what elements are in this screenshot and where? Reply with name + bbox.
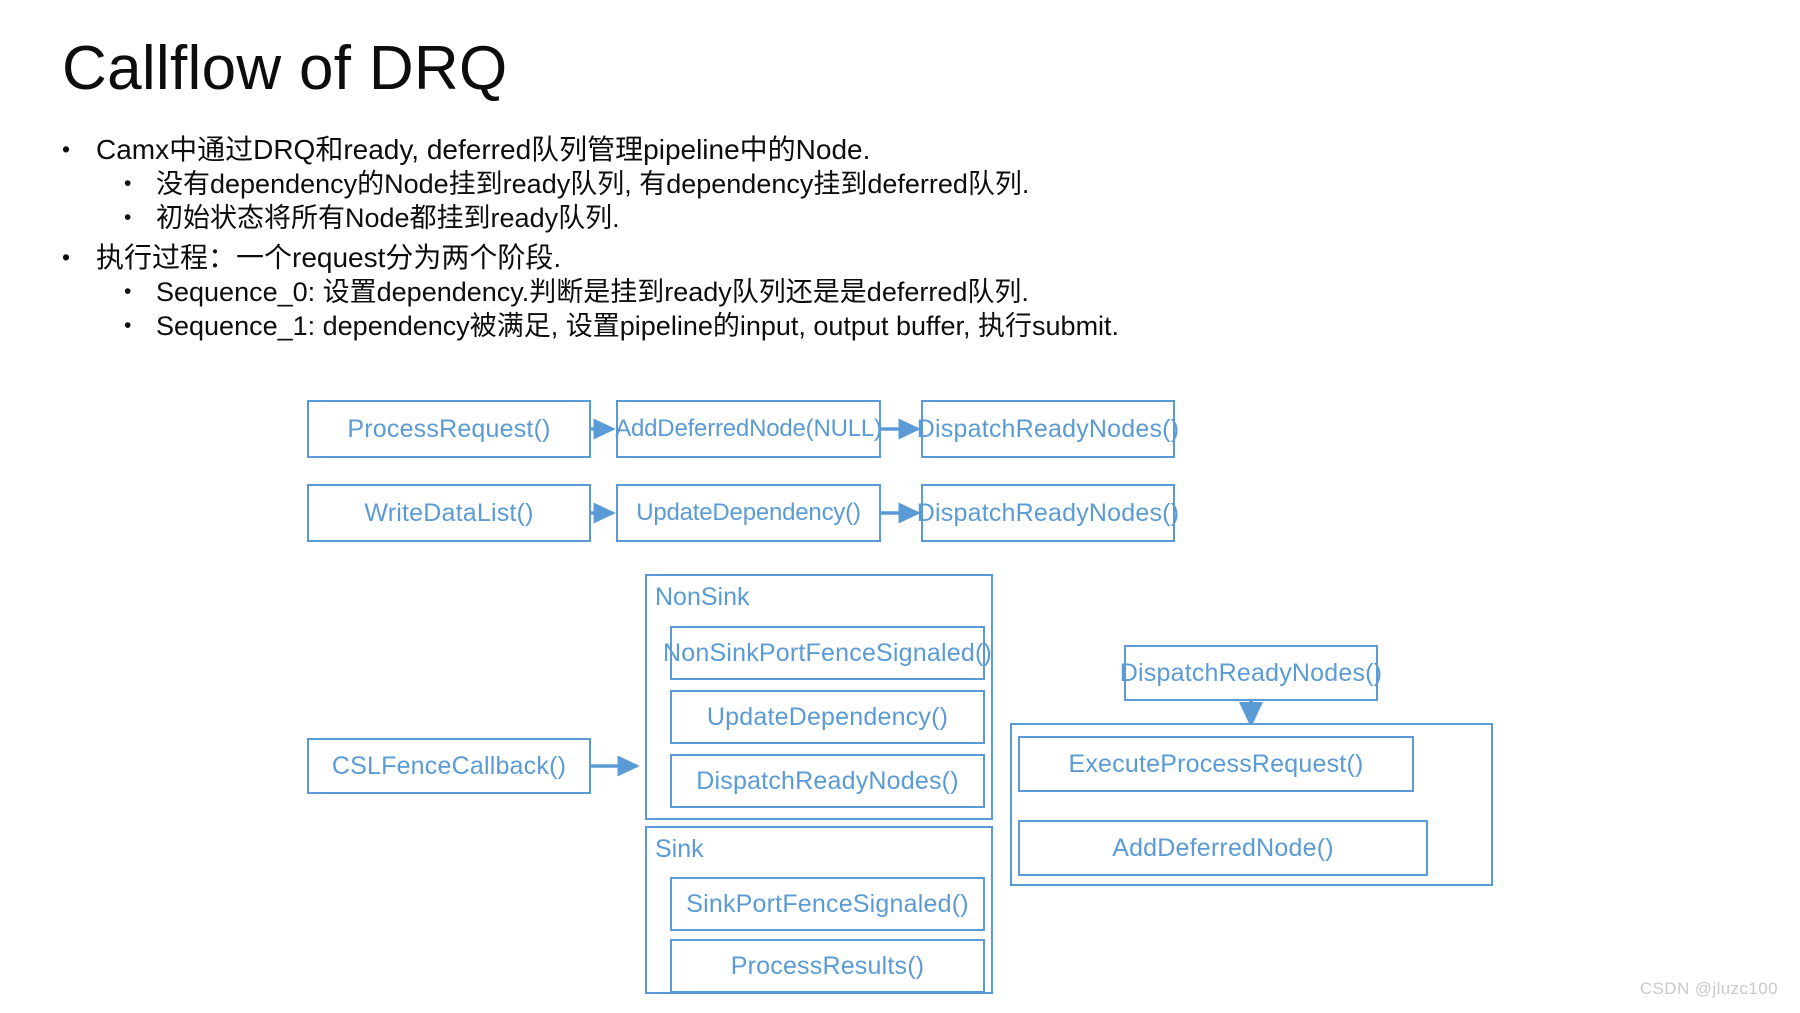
group-sink-label: Sink	[655, 835, 704, 863]
page-title: Callflow of DRQ	[62, 34, 508, 103]
bullet-text: Sequence_1: dependency被满足, 设置pipeline的in…	[156, 311, 1120, 341]
node-label: UpdateDependency()	[636, 499, 861, 526]
node-label: AddDeferredNode()	[1112, 833, 1334, 862]
node-label: SinkPortFenceSignaled()	[686, 889, 969, 918]
node-dispatch-ready-nodes-1[interactable]: DispatchReadyNodes()	[917, 400, 1179, 458]
node-label: NonSinkPortFenceSignaled()	[663, 638, 992, 667]
bullet-marker: •	[124, 280, 132, 303]
bullet-text: Camx中通过DRQ和ready, deferred队列管理pipeline中的…	[96, 134, 871, 165]
node-label: DispatchReadyNodes()	[1119, 658, 1383, 687]
bullet-item: • 初始状态将所有Node都挂到ready队列.	[124, 205, 1622, 232]
watermark: CSDN @jluzc100	[1639, 979, 1778, 998]
node-add-deferred-node[interactable]: AddDeferredNode()	[1018, 820, 1428, 876]
bullet-text: 执行过程：一个request分为两个阶段.	[96, 242, 562, 273]
bullet-item: • 没有dependency的Node挂到ready队列, 有dependenc…	[124, 171, 1622, 198]
node-process-results[interactable]: ProcessResults()	[670, 939, 985, 993]
node-dispatch-ready-nodes-2[interactable]: DispatchReadyNodes()	[917, 484, 1179, 542]
bullet-item: • Sequence_1: dependency被满足, 设置pipeline的…	[124, 313, 1622, 340]
node-dispatch-ready-nodes-3[interactable]: DispatchReadyNodes()	[670, 754, 985, 808]
bullet-text: 初始状态将所有Node都挂到ready队列.	[156, 203, 620, 233]
bullet-item: • Sequence_0: 设置dependency.判断是挂到ready队列还…	[124, 279, 1622, 306]
bullet-marker: •	[124, 314, 132, 337]
bullet-marker: •	[62, 244, 71, 270]
node-process-request[interactable]: ProcessRequest()	[307, 400, 591, 458]
node-execute-process-request[interactable]: ExecuteProcessRequest()	[1018, 736, 1414, 792]
node-label: DispatchReadyNodes()	[916, 498, 1180, 527]
group-nonsink-label: NonSink	[655, 583, 750, 611]
node-label: ProcessResults()	[730, 951, 925, 980]
node-label: UpdateDependency()	[706, 702, 949, 731]
node-write-data-list[interactable]: WriteDataList()	[307, 484, 591, 542]
node-csl-fence-callback[interactable]: CSLFenceCallback()	[307, 738, 591, 794]
node-nonsink-port-fence-signaled[interactable]: NonSinkPortFenceSignaled()	[663, 626, 992, 680]
node-label: DispatchReadyNodes()	[916, 414, 1180, 443]
node-label: AddDeferredNode(NULL)	[615, 415, 882, 442]
node-sink-port-fence-signaled[interactable]: SinkPortFenceSignaled()	[670, 877, 985, 931]
bullet-item: • 执行过程：一个request分为两个阶段.	[62, 244, 1622, 272]
bullet-list: • Camx中通过DRQ和ready, deferred队列管理pipeline…	[62, 136, 1622, 347]
node-label: ProcessRequest()	[347, 414, 551, 443]
node-label: ExecuteProcessRequest()	[1068, 749, 1364, 778]
bullet-marker: •	[124, 206, 132, 229]
node-update-dependency-2[interactable]: UpdateDependency()	[670, 690, 985, 744]
node-dispatch-ready-nodes-4[interactable]: DispatchReadyNodes()	[1120, 645, 1382, 701]
bullet-text: Sequence_0: 设置dependency.判断是挂到ready队列还是是…	[156, 277, 1029, 307]
node-label: CSLFenceCallback()	[331, 751, 567, 780]
node-add-deferred-node-null[interactable]: AddDeferredNode(NULL)	[615, 400, 882, 458]
node-label: DispatchReadyNodes()	[696, 766, 959, 795]
node-update-dependency-1[interactable]: UpdateDependency()	[616, 484, 881, 542]
bullet-marker: •	[62, 136, 71, 162]
bullet-item: • Camx中通过DRQ和ready, deferred队列管理pipeline…	[62, 136, 1622, 164]
node-label: WriteDataList()	[364, 498, 534, 527]
bullet-text: 没有dependency的Node挂到ready队列, 有dependency挂…	[156, 169, 1030, 199]
bullet-marker: •	[124, 172, 132, 195]
